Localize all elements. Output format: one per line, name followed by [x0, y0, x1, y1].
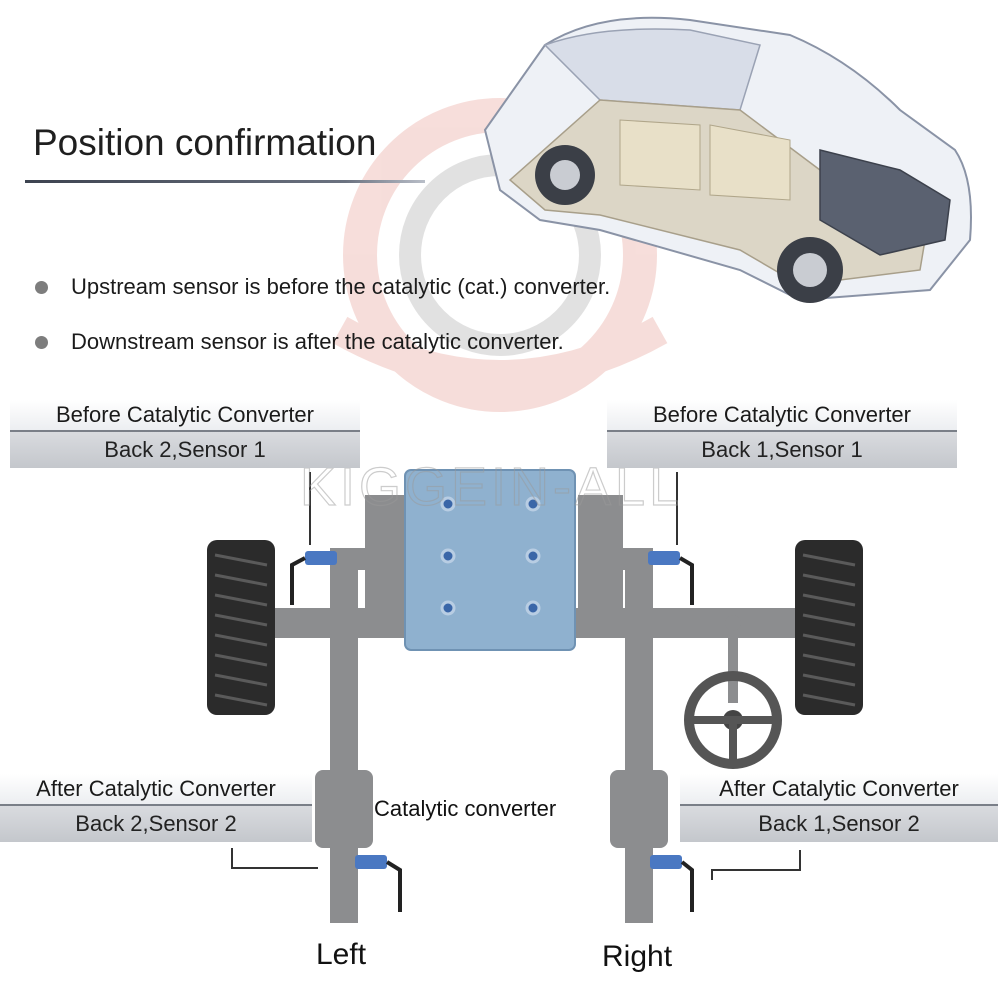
label-bank2-sensor1: Before Catalytic Converter Back 2,Sensor…	[10, 400, 360, 468]
bullet-text: Upstream sensor is before the catalytic …	[71, 274, 611, 299]
catalytic-converter-label: Catalytic converter	[374, 796, 557, 821]
steering-wheel-icon	[684, 615, 782, 769]
label-heading: After Catalytic Converter	[0, 774, 312, 806]
car-cutaway-icon	[483, 16, 972, 303]
right-side-label: Right	[602, 940, 673, 973]
sensor-bank1-sensor1	[648, 551, 694, 605]
label-bank1-sensor1: Before Catalytic Converter Back 1,Sensor…	[607, 400, 957, 468]
leader-lines	[231, 472, 801, 880]
label-bank2-sensor2: After Catalytic Converter Back 2,Sensor …	[0, 774, 312, 842]
label-detail: Back 2,Sensor 1	[10, 432, 360, 468]
left-tire	[207, 540, 275, 715]
title-underline	[25, 180, 425, 183]
bullet-upstream: Upstream sensor is before the catalytic …	[35, 274, 610, 300]
label-detail: Back 1,Sensor 2	[680, 806, 998, 842]
label-detail: Back 1,Sensor 1	[607, 432, 957, 468]
label-heading: Before Catalytic Converter	[607, 400, 957, 432]
label-heading: Before Catalytic Converter	[10, 400, 360, 432]
left-side-label: Left	[316, 938, 367, 971]
sensor-bank2-sensor1	[290, 551, 337, 605]
exhaust-pipes	[315, 495, 668, 923]
sensor-bank2-sensor2	[355, 855, 402, 912]
right-tire	[795, 540, 863, 715]
label-detail: Back 2,Sensor 2	[0, 806, 312, 842]
label-heading: After Catalytic Converter	[680, 774, 998, 806]
sensor-bank1-sensor2	[650, 855, 694, 912]
bullet-text: Downstream sensor is after the catalytic…	[71, 329, 564, 354]
bullet-downstream: Downstream sensor is after the catalytic…	[35, 329, 564, 355]
bullet-icon	[35, 335, 48, 349]
engine-block	[404, 469, 576, 651]
page-title: Position confirmation	[33, 122, 377, 163]
label-bank1-sensor2: After Catalytic Converter Back 1,Sensor …	[680, 774, 998, 842]
bullet-icon	[35, 280, 48, 294]
